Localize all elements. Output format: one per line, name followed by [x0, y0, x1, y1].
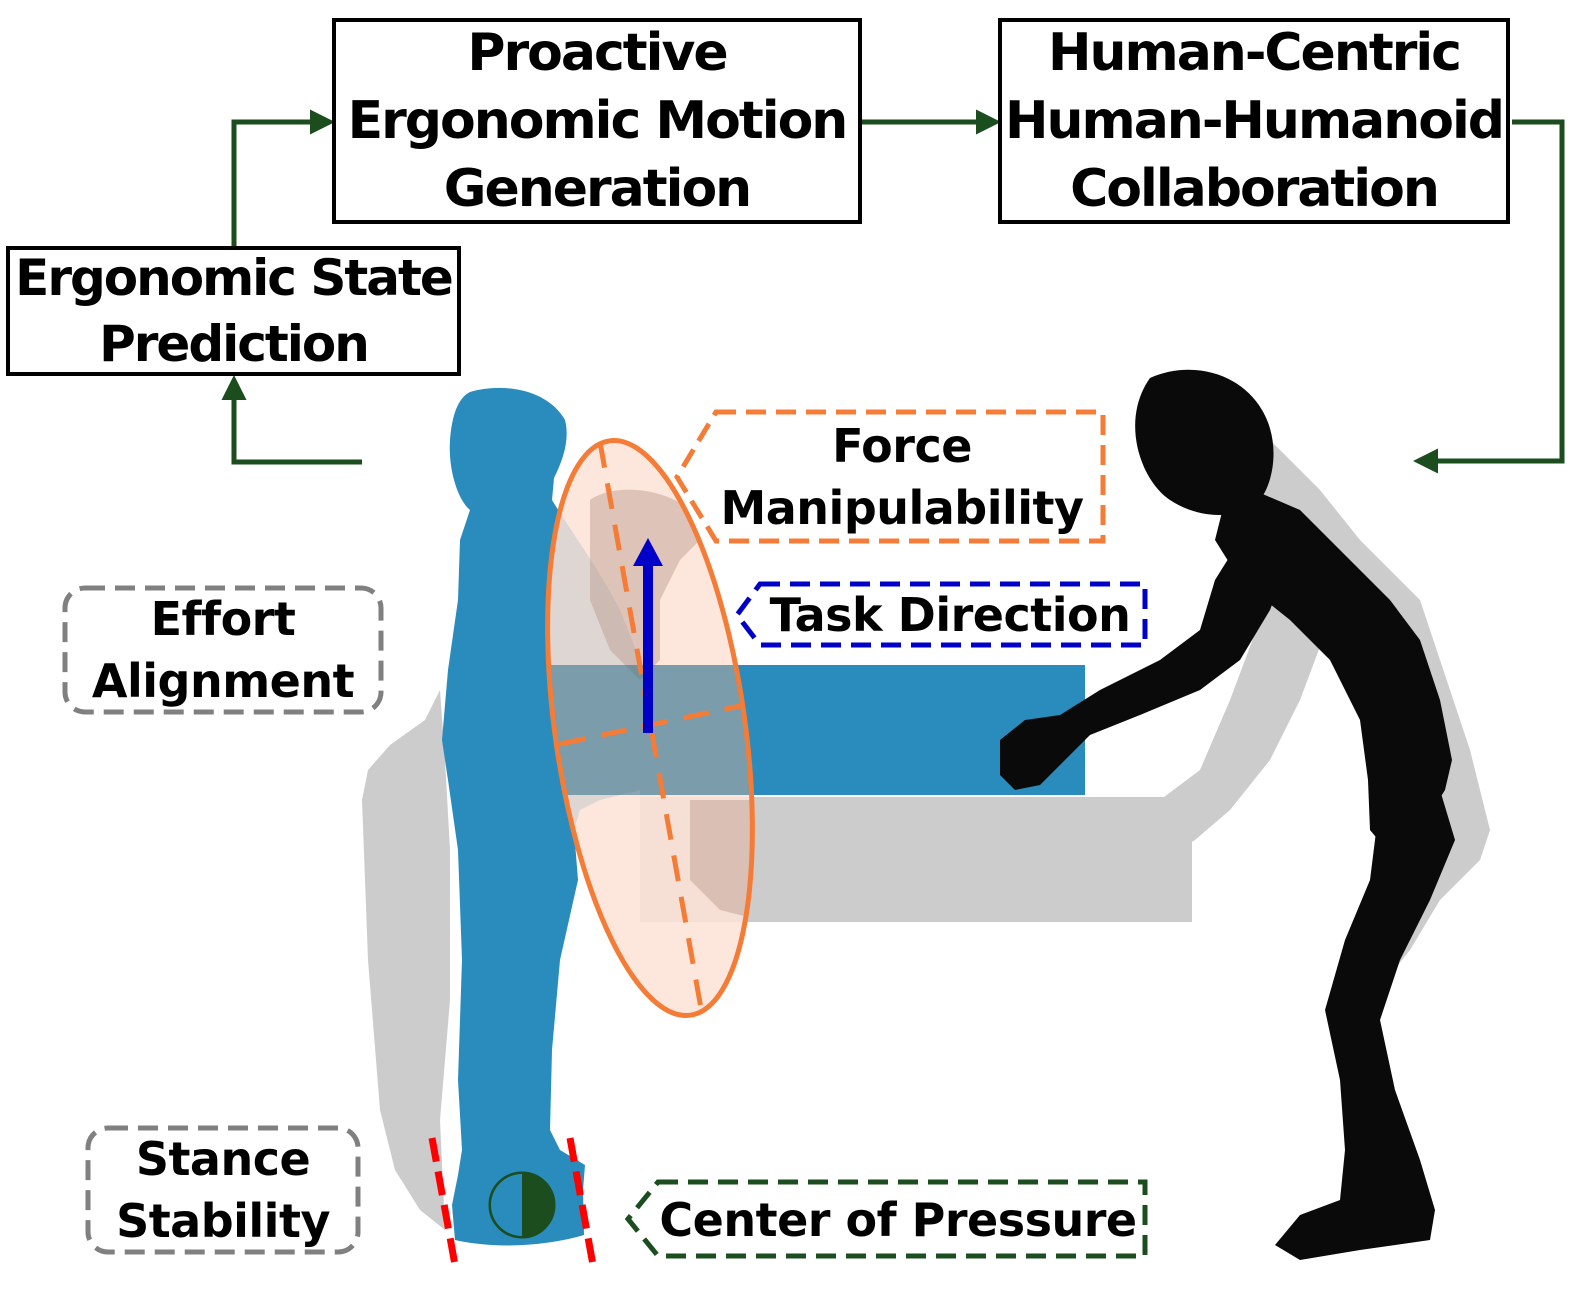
arrow-state-to-motion: [231, 109, 335, 248]
ellipsoid-major-axis: [597, 441, 705, 1015]
task-direction-arrow: [633, 538, 663, 733]
task-arrow-head: [633, 538, 663, 566]
collaboration-line-3: Collaboration: [1070, 159, 1440, 219]
stance-stability-line-2: Stability: [116, 1194, 330, 1248]
force-callout-border: [674, 409, 1106, 544]
force-manipulability-line-2: Manipulability: [720, 481, 1084, 535]
robot-legs: [1275, 790, 1455, 1260]
task-callout-border: [733, 581, 1148, 648]
robot-head: [1135, 369, 1274, 515]
motion-generation-line-1: Proactive: [467, 23, 728, 83]
stance-tag-border: [85, 1125, 361, 1255]
motion-generation-line-2: Ergonomic Motion: [347, 91, 849, 151]
state-prediction-line-2: Prediction: [99, 315, 370, 373]
callout-borders: [62, 409, 1148, 1259]
effort-alignment-line-2: Alignment: [91, 654, 355, 708]
stance-stability-line-1: Stance: [135, 1132, 311, 1186]
task-direction-label: Task Direction: [760, 584, 1140, 646]
motion-generation-box: Proactive Ergonomic Motion Generation: [332, 18, 862, 224]
task-direction-text: Task Direction: [769, 588, 1131, 642]
force-manipulability-line-1: Force: [832, 419, 972, 473]
effort-tag-border: [62, 585, 384, 715]
center-of-pressure-text: Center of Pressure: [659, 1193, 1137, 1247]
arrow-scene-to-state: [221, 375, 362, 465]
support-line-right: [566, 1137, 597, 1266]
ellipsoid-outline: [545, 438, 755, 1018]
collaboration-line-2: Human-Humanoid: [1004, 91, 1505, 151]
robot-figure: [1000, 369, 1455, 1260]
stance-stability-tag: Stance Stability: [88, 1128, 358, 1252]
motion-generation-line-3: Generation: [443, 159, 752, 219]
ellipsoid-shaded-lower: [690, 800, 760, 920]
cop-callout-border: [624, 1179, 1148, 1259]
arrow-collab-to-robot: [1413, 119, 1565, 474]
state-prediction-line-1: Ergonomic State: [15, 249, 454, 307]
force-manipulability-label: Force Manipulability: [712, 414, 1092, 540]
human-ghost-silhouette: [362, 690, 450, 1230]
effort-alignment-tag: Effort Alignment: [65, 588, 381, 712]
support-polygon: [428, 1137, 597, 1266]
center-of-pressure-label: Center of Pressure: [658, 1184, 1138, 1256]
robot-arm: [1000, 540, 1285, 790]
center-of-pressure-icon: [488, 1171, 556, 1239]
flow-arrows: [221, 109, 1565, 474]
state-prediction-box: Ergonomic State Prediction: [6, 246, 461, 376]
ellipsoid-box-overlap: [540, 665, 770, 795]
collaboration-box: Human-Centric Human-Humanoid Collaborati…: [998, 18, 1510, 224]
collaboration-line-1: Human-Centric: [1047, 23, 1462, 83]
effort-alignment-line-1: Effort: [150, 592, 296, 646]
force-manipulability-ellipsoid: [540, 438, 770, 1018]
support-line-left: [428, 1137, 459, 1266]
robot-ghost-arm: [1112, 560, 1330, 885]
box-ghost: [640, 797, 1192, 922]
